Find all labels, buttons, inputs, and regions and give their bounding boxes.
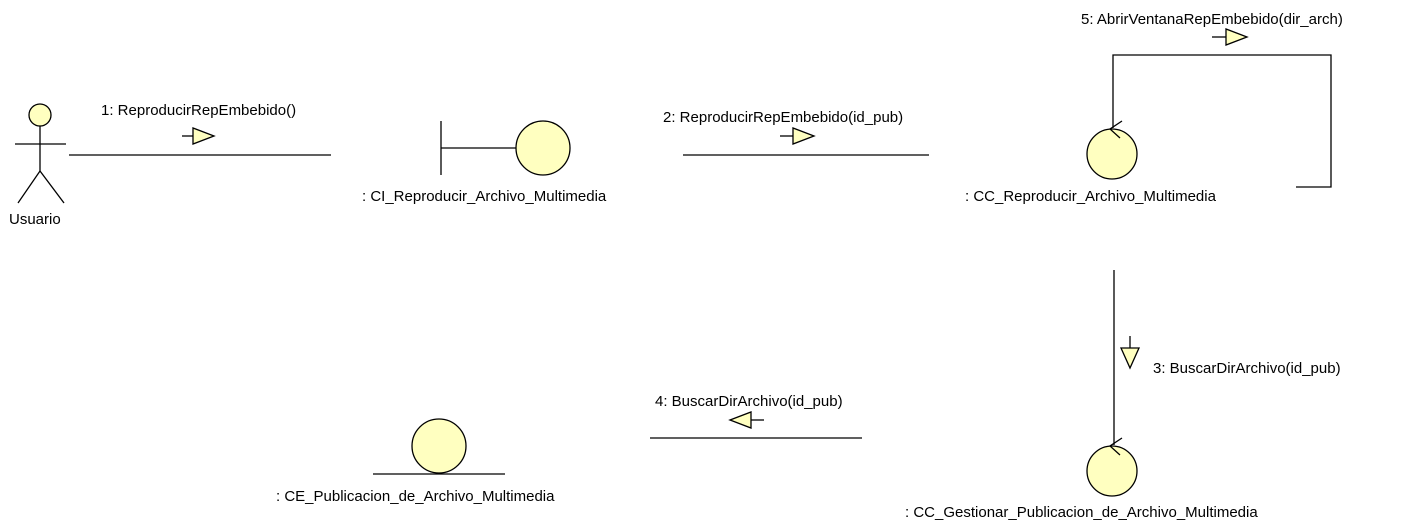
- message-arrow-right-icon: [780, 127, 816, 145]
- control-reproducir-name: : CC_Reproducir_Archivo_Multimedia: [965, 188, 1217, 205]
- link-boundary-control[interactable]: 2: ReproducirRepEmbebido(id_pub): [663, 109, 929, 156]
- message-3-label: 3: BuscarDirArchivo(id_pub): [1153, 360, 1341, 377]
- control-icon: [1086, 120, 1138, 180]
- message-arrow-right-icon: [1212, 28, 1249, 46]
- actor-name: Usuario: [9, 211, 61, 228]
- boundary-object[interactable]: : CI_Reproducir_Archivo_Multimedia: [362, 120, 607, 205]
- message-arrow-left-icon: [728, 411, 764, 429]
- link-usuario-boundary[interactable]: 1: ReproducirRepEmbebido(): [69, 102, 331, 156]
- message-arrow-down-icon: [1119, 336, 1141, 370]
- entity-object-name: : CE_Publicacion_de_Archivo_Multimedia: [276, 488, 555, 505]
- control-object-gestionar[interactable]: : CC_Gestionar_Publicacion_de_Archivo_Mu…: [905, 437, 1258, 521]
- actor-stick-figure-icon: [15, 103, 66, 204]
- boundary-icon: [440, 120, 571, 176]
- message-1-label: 1: ReproducirRepEmbebido(): [101, 102, 296, 119]
- message-4-label: 4: BuscarDirArchivo(id_pub): [655, 393, 843, 410]
- actor-usuario[interactable]: Usuario: [9, 103, 66, 228]
- message-arrow-right-icon: [182, 127, 216, 145]
- message-2-label: 2: ReproducirRepEmbebido(id_pub): [663, 109, 903, 126]
- link-control-reproducir-gestionar[interactable]: 3: BuscarDirArchivo(id_pub): [1113, 270, 1341, 445]
- link-gestionar-entity[interactable]: 4: BuscarDirArchivo(id_pub): [650, 393, 862, 439]
- entity-icon: [373, 418, 505, 475]
- message-5-label: 5: AbrirVentanaRepEmbebido(dir_arch): [1081, 11, 1343, 28]
- control-object-reproducir[interactable]: : CC_Reproducir_Archivo_Multimedia: [965, 120, 1217, 205]
- control-icon: [1086, 437, 1138, 497]
- self-link-control-reproducir[interactable]: 5: AbrirVentanaRepEmbebido(dir_arch): [1081, 11, 1343, 188]
- entity-object[interactable]: : CE_Publicacion_de_Archivo_Multimedia: [276, 418, 555, 505]
- control-gestionar-name: : CC_Gestionar_Publicacion_de_Archivo_Mu…: [905, 504, 1258, 521]
- boundary-object-name: : CI_Reproducir_Archivo_Multimedia: [362, 188, 607, 205]
